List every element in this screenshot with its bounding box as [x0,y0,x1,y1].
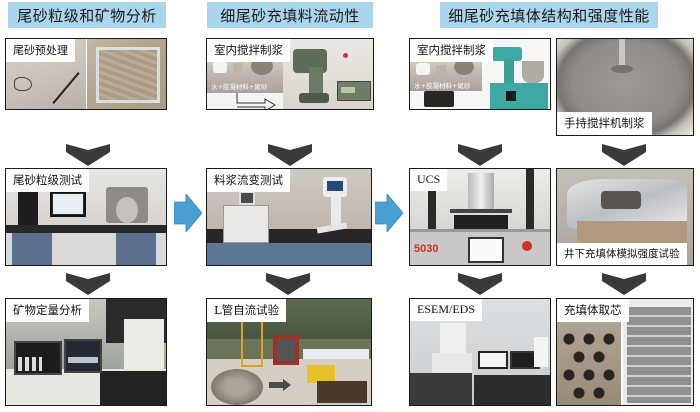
step-label: 尾砂粒级测试 [6,169,89,192]
flow-arrow-down-icon [602,273,646,295]
column-header-tailings-analysis: 尾砂粒级和矿物分析 [8,2,166,28]
step-label: 井下充填体模拟强度试验 [557,243,687,265]
panel-lab-mixing: 室内搅拌制浆 水+胶凝材料+尾砂 [206,38,374,110]
panel-rheology-test: 料浆流变测试 [206,168,372,266]
column-header-backfill-strength: 细尾砂充填体结构和强度性能 [440,2,658,28]
panel-core-sampling: 充填体取芯 [556,298,694,406]
step-label: UCS [410,169,448,191]
process-arrow-icon [269,379,291,391]
panel-handheld-mixing: 手持搅拌机制浆 [556,38,694,136]
flow-arrow-down-icon [458,273,502,295]
flow-arrow-down-icon [602,144,646,166]
flow-arrow-down-icon [458,144,502,166]
panel-lab-mixing-strength: 室内搅拌制浆 水+胶凝材料+尾砂 [409,38,551,110]
mix-formula-caption: 水+胶凝材料+尾砂 [211,83,268,91]
transition-arrow-right-icon [174,194,202,232]
panel-l-pipe-test: L管自流试验 [206,298,372,406]
panel-esem-eds: ESEM/EDS [409,298,551,406]
flow-arrow-down-icon [66,144,110,166]
panel-mineral-analysis: 矿物定量分析 [5,298,167,406]
device-model-text: 5030 [414,243,439,255]
step-label: 料浆流变测试 [207,169,290,192]
step-label: 手持搅拌机制浆 [557,112,652,135]
flow-arrow-down-icon [266,273,310,295]
panel-ucs-test: 5030 UCS [409,168,551,266]
step-label: 尾砂预处理 [6,39,75,62]
step-label: 室内搅拌制浆 [207,39,290,62]
flow-arrow-down-icon [66,273,110,295]
step-label: 矿物定量分析 [6,299,89,322]
rheometer-photo [207,169,371,265]
step-label: 室内搅拌制浆 [410,39,493,62]
mix-formula-caption: 水+胶凝材料+尾砂 [414,82,471,90]
panel-particle-size-test: 尾砂粒级测试 [5,168,167,266]
panel-underground-simulation: 井下充填体模拟强度试验 [556,168,694,266]
panel-tailings-pretreatment: 尾砂预处理 [5,38,167,110]
transition-arrow-right-icon [375,194,403,232]
flow-arrow-down-icon [268,144,312,166]
step-label: L管自流试验 [207,299,287,322]
process-arrow-icon [236,93,276,109]
step-label: ESEM/EDS [410,299,483,321]
column-header-slurry-flowability: 细尾砂充填料流动性 [207,2,373,28]
step-label: 充填体取芯 [557,299,629,322]
